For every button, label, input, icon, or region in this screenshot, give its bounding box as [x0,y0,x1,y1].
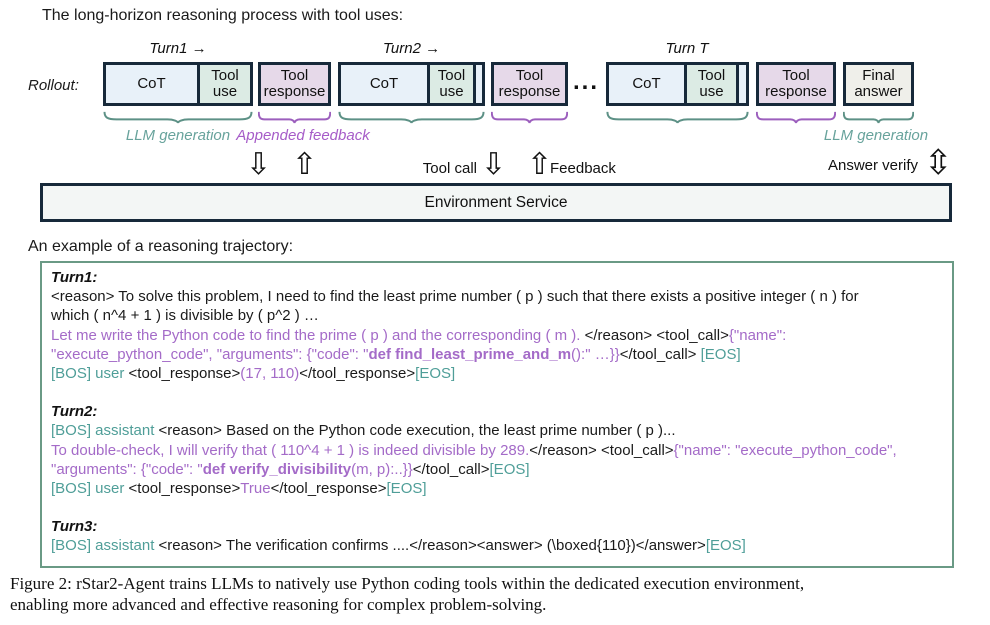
feedback-up-arrow-icon: ⇧ [527,147,553,182]
environment-service-box: Environment Service [40,183,952,222]
trajectory-line: Let me write the Python code to find the… [51,326,787,344]
trajectory-line: [BOS] user <tool_response>(17, 110)</too… [51,365,456,383]
tool-use-cell: Tool use [427,65,473,103]
turn-t-label: Turn T [665,40,709,57]
trajectory-line: [BOS] assistant <reason> The verificatio… [51,537,746,555]
appended-feedback-label: Appended feedback [236,127,370,144]
tool-response-box: Tool response [491,62,568,106]
example-heading: An example of a reasoning trajectory: [28,238,294,255]
turn1-box: CoT Tool use [103,62,253,106]
turn-heading: Turn1: [51,269,98,286]
trajectory-line: [BOS] user <tool_response>True</tool_res… [51,480,427,498]
turn1-label: Turn1 → [149,40,207,57]
cot-cell: CoT [609,65,684,103]
brace-appended-feedback [756,111,836,124]
brace-appended-feedback [258,111,331,124]
brace-appended-feedback [491,111,568,124]
feedback-label: Feedback [550,160,616,177]
turn2-box: CoT Tool use [338,62,485,106]
trajectory-line: which ( n^4 + 1 ) is divisible by ( p^2 … [51,307,319,325]
figure-caption-line1: Figure 2: rStar2-Agent trains LLMs to na… [10,574,805,593]
brace-llm-generation [338,111,485,124]
turn2-label: Turn2 → [382,40,441,57]
answer-verify-label: Answer verify [828,157,919,174]
cot-cell: CoT [106,65,197,103]
next-cot-sliver [473,65,482,103]
trajectory-line: "execute_python_code", "arguments": {"co… [51,345,741,363]
brace-llm-generation [606,111,749,124]
trajectory-line: [BOS] assistant <reason> Based on the Py… [51,422,676,440]
trajectory-line: To double-check, I will verify that ( 11… [51,441,897,459]
up-arrow-icon: ⇧ [292,147,318,182]
tool-response-box: Tool response [756,62,836,106]
trajectory-box: Turn1: <reason> To solve this problem, I … [40,261,954,568]
final-answer-box: Final answer [843,62,914,106]
llm-generation-label: LLM generation [125,127,231,144]
cot-cell: CoT [341,65,427,103]
tool-response-box: Tool response [258,62,331,106]
trajectory-line: "arguments": {"code": "def verify_divisi… [51,460,530,478]
tool-call-label: Tool call [422,160,477,177]
brace-llm-generation [843,111,914,124]
llm-generation-label: LLM generation [823,127,929,144]
turn-t-box: CoT Tool use [606,62,749,106]
tool-call-down-arrow-icon: ⇩ [481,147,507,182]
trajectory-line: <reason> To solve this problem, I need t… [51,288,859,306]
answer-verify-updown-arrow-icon: ⇳ [924,143,953,183]
tool-use-cell: Tool use [197,65,250,103]
turn-heading: Turn3: [51,518,98,536]
rollout-label: Rollout: [28,77,79,94]
ellipsis: ... [572,68,599,95]
tool-use-cell: Tool use [684,65,736,103]
down-arrow-icon: ⇩ [246,147,272,182]
diagram-title: The long-horizon reasoning process with … [42,7,404,24]
next-cot-sliver [736,65,746,103]
turn-heading: Turn2: [51,403,98,421]
brace-llm-generation [103,111,253,124]
figure-caption-line2: enabling more advanced and effective rea… [10,595,547,614]
